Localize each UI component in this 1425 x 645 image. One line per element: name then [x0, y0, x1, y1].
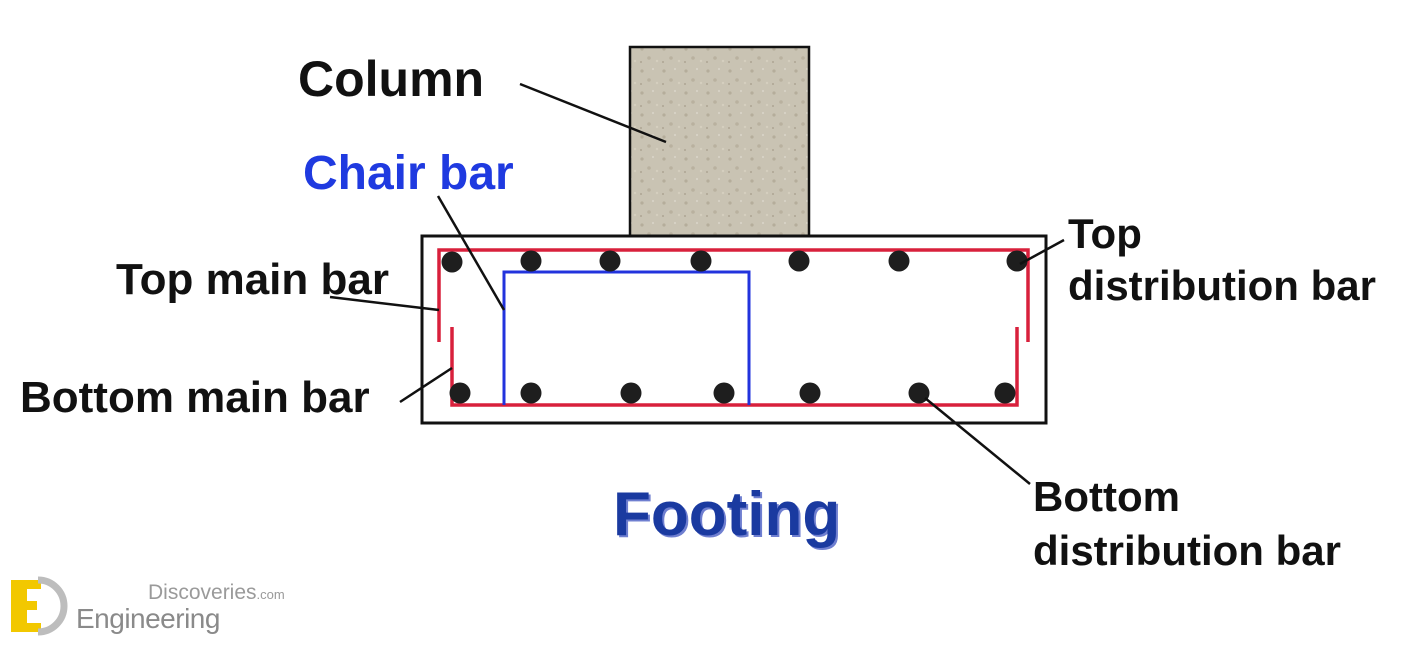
bottom-bar-section	[449, 382, 471, 404]
logo-word-engineering: Engineering	[76, 603, 220, 634]
bottom-main-bar	[450, 327, 1019, 407]
logo-text-top: Discoveries.com	[148, 581, 285, 605]
leader-top-main-bar	[329, 295, 440, 312]
top-distribution-bar-label: Top distribution bar	[1068, 208, 1376, 312]
top-main-bar-label: Top main bar	[116, 255, 389, 304]
leader-bottom-main-bar	[399, 366, 453, 404]
bottom-bar-section	[799, 382, 821, 404]
top-bar-section	[788, 250, 810, 272]
chair-bar-label: Chair bar	[303, 147, 514, 200]
column-label: Column	[298, 51, 485, 107]
footing-label: Footing	[613, 480, 841, 549]
bottom-distribution-bar-label-line2: distribution bar	[1033, 527, 1341, 574]
bottom-bar-section	[994, 382, 1016, 404]
bottom-main-bar-label: Bottom main bar	[20, 373, 370, 422]
bottom-distribution-bar-label: Bottom distribution bar	[1033, 470, 1341, 578]
logo-word-suffix: .com	[256, 587, 285, 602]
bottom-bar-section	[713, 382, 735, 404]
watermark-logo: Discoveries.com Engineering	[8, 576, 308, 636]
leader-bottom-distribution-bar	[924, 397, 1031, 485]
leader-column	[519, 82, 667, 144]
top-bar-section	[1006, 250, 1028, 272]
leader-top-distribution-bar	[1019, 238, 1065, 266]
top-distribution-bars	[441, 250, 1028, 273]
bottom-bar-section	[620, 382, 642, 404]
top-bar-section	[599, 250, 621, 272]
column-shape	[628, 45, 811, 239]
top-main-bar	[437, 248, 1030, 342]
top-bar-section	[690, 250, 712, 272]
logo-mark-icon	[11, 576, 68, 636]
top-distribution-bar-label-line1: Top	[1068, 210, 1142, 257]
chair-bar	[502, 270, 751, 405]
leader-chair-bar	[436, 195, 506, 311]
bottom-distribution-bar-label-line1: Bottom	[1033, 473, 1180, 520]
top-bar-section	[888, 250, 910, 272]
top-bar-section	[520, 250, 542, 272]
bottom-bar-section	[520, 382, 542, 404]
top-bar-section	[441, 251, 463, 273]
bottom-distribution-bars	[449, 382, 1016, 404]
bottom-bar-section	[908, 382, 930, 404]
logo-word-discoveries: Discoveries	[148, 581, 257, 604]
top-distribution-bar-label-line2: distribution bar	[1068, 262, 1376, 309]
